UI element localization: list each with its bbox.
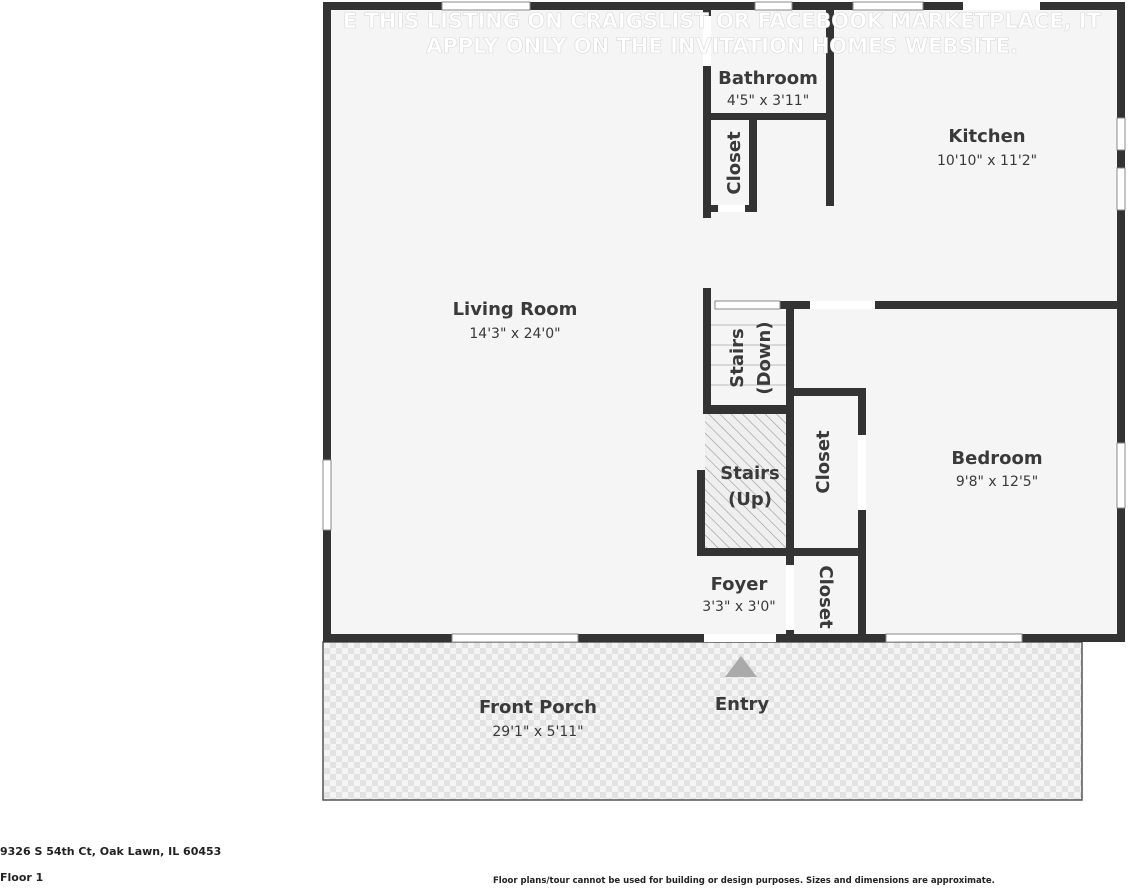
closet-foyer-label: Closet xyxy=(815,565,836,629)
front-porch-size: 29'1" x 5'11" xyxy=(492,724,583,740)
kitchen-label: Kitchen xyxy=(948,126,1025,147)
windows-and-doors xyxy=(322,1,1126,643)
front-porch-label: Front Porch xyxy=(479,697,597,718)
bathroom-label: Bathroom xyxy=(718,68,818,89)
bedroom-size: 9'8" x 12'5" xyxy=(956,474,1038,490)
stairs-down-treads xyxy=(711,324,786,386)
bathroom-size: 4'5" x 3'11" xyxy=(727,93,809,109)
floor-label: Floor 1 xyxy=(0,871,44,884)
stairs-up-label-2: (Up) xyxy=(728,489,772,510)
closet-top-label: Closet xyxy=(724,131,745,195)
foyer-size: 3'3" x 3'0" xyxy=(702,599,775,615)
stairs-down-label-1: Stairs xyxy=(727,328,748,387)
kitchen-size: 10'10" x 11'2" xyxy=(937,153,1037,169)
watermark-line-1: E THIS LISTING ON CRAIGSLIST OR FACEBOOK… xyxy=(343,9,1102,33)
front-porch-area xyxy=(322,641,1083,801)
entry-label: Entry xyxy=(715,694,770,715)
stairs-down-label-2: (Down) xyxy=(754,321,775,394)
living-room-label: Living Room xyxy=(453,299,578,320)
foyer-label: Foyer xyxy=(711,574,768,595)
disclaimer: Floor plans/tour cannot be used for buil… xyxy=(493,876,995,886)
entry-arrow-icon xyxy=(725,656,757,677)
stairs-up-hatch xyxy=(705,414,786,548)
stairs-up-label-1: Stairs xyxy=(720,463,779,484)
bedroom-label: Bedroom xyxy=(951,448,1042,469)
watermark-line-2: APPLY ONLY ON THE INVITATION HOMES WEBSI… xyxy=(426,34,1018,58)
closet-bedroom-label: Closet xyxy=(813,430,834,494)
living-room-size: 14'3" x 24'0" xyxy=(469,326,560,342)
address: 9326 S 54th Ct, Oak Lawn, IL 60453 xyxy=(0,845,222,858)
